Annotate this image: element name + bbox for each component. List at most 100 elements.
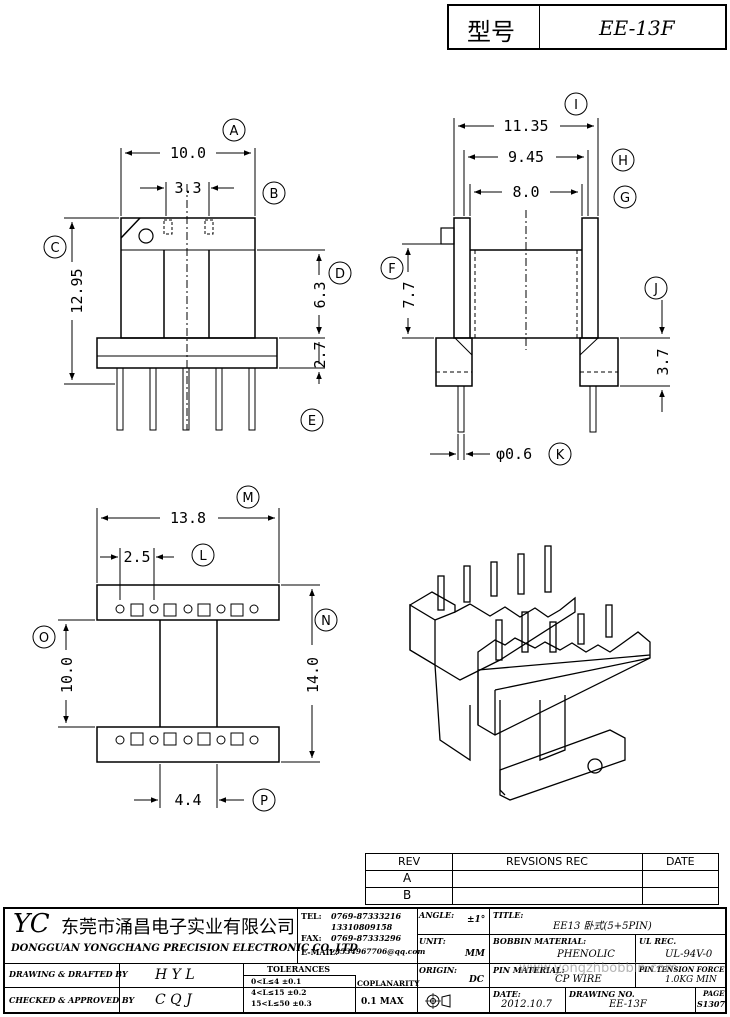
svg-text:I: I — [574, 98, 578, 113]
rev-col-header: REV — [398, 855, 421, 868]
tel-1: 0769-87333216 — [331, 911, 402, 921]
company-logo: YC — [13, 909, 50, 939]
svg-text:P: P — [260, 794, 268, 809]
svg-text:A: A — [230, 124, 239, 139]
model-label: 型号 — [467, 18, 515, 46]
email-label: E-MAIL: — [301, 947, 338, 957]
callout-E: E — [300, 408, 324, 432]
bobbin-label: BOBBIN MATERIAL: — [493, 936, 587, 946]
rev-row-b: B — [403, 888, 412, 902]
svg-text:N: N — [321, 614, 331, 629]
ul-value: UL-94V-0 — [665, 949, 713, 960]
tolerance-label: TOLERANCES — [267, 964, 331, 974]
projection-symbol-icon — [425, 993, 451, 1009]
dim-C-text: 12.95 — [68, 268, 86, 313]
model-value: EE-13F — [599, 16, 675, 40]
watermark: www.yongzhbobbin.com — [519, 961, 678, 976]
callout-N: N — [314, 608, 338, 632]
model-box: 型号 EE-13F — [447, 4, 727, 50]
drawing-no-label: DRAWING NO. — [569, 989, 635, 999]
title-label: TITLE: — [493, 910, 524, 920]
callout-L: L — [191, 543, 215, 567]
side-view — [402, 118, 670, 460]
drawing-svg: 10.0 3.3 12.95 6.3 2.7 11.35 9.45 8.0 7.… — [32, 92, 672, 812]
page-value: S1307 — [697, 999, 726, 1009]
dim-K-text: φ0.6 — [496, 445, 532, 463]
date-value: 2012.10.7 — [501, 999, 552, 1010]
callout-B: B — [262, 181, 286, 205]
svg-text:L: L — [199, 549, 207, 564]
tension-value: 1.0KG MIN — [665, 975, 717, 985]
drawn-by: H Y L — [155, 967, 195, 983]
dim-D-text: 6.3 — [311, 281, 329, 308]
dim-M-text: 13.8 — [170, 509, 206, 527]
date-col-header: DATE — [666, 855, 695, 868]
tel-2: 13310809158 — [331, 922, 393, 932]
ul-label: UL REC. — [639, 936, 677, 946]
svg-text:H: H — [618, 154, 628, 169]
dim-L-text: 2.5 — [123, 548, 150, 566]
svg-text:E: E — [308, 414, 316, 429]
svg-text:J: J — [653, 282, 658, 297]
company-name-en: DONGGUAN YONGCHANG PRECISION ELECTRONIC … — [11, 943, 358, 954]
svg-text:D: D — [335, 267, 345, 282]
callout-F: F — [380, 256, 404, 280]
tolerance-1: 0<L≤4 ±0.1 — [251, 977, 302, 986]
page-label: PAGE — [703, 989, 725, 998]
tolerance-3: 15<L≤50 ±0.3 — [251, 999, 312, 1008]
dim-O-text: 10.0 — [58, 657, 76, 693]
callout-C: C — [43, 235, 67, 259]
svg-text:G: G — [620, 191, 630, 206]
dim-N-text: 14.0 — [304, 657, 322, 693]
pin-material-label: PIN MATERIAL: — [493, 965, 565, 975]
bobbin-value: PHENOLIC — [557, 949, 615, 960]
dim-B-text: 3.3 — [174, 179, 201, 197]
dim-H-text: 9.45 — [508, 148, 544, 166]
tension-label: PIN TENSION FORCE — [639, 965, 725, 974]
callout-K: K — [548, 442, 572, 466]
callout-D: D — [328, 261, 352, 285]
front-view — [64, 148, 325, 431]
fax-value: 0769-87333296 — [331, 933, 402, 943]
dim-J-text: 3.7 — [654, 348, 672, 375]
date-label: DATE: — [493, 989, 521, 999]
callout-M: M — [236, 485, 260, 509]
pin-material-value: CP WIRE — [555, 974, 602, 985]
title-value: EE13 卧式(5+5PIN) — [553, 921, 652, 932]
callout-J: J — [644, 276, 668, 300]
angle-label: ANGLE: — [419, 910, 455, 920]
callout-A: A — [222, 118, 246, 142]
revision-table: REV REVSIONS REC DATE A B — [365, 853, 719, 905]
dim-G-text: 8.0 — [512, 183, 539, 201]
origin-label: ORIGIN: — [419, 965, 457, 975]
drawing-no-value: EE-13F — [609, 999, 647, 1010]
callout-I: I — [564, 92, 588, 116]
dim-A-text: 10.0 — [170, 144, 206, 162]
coplanarity-value: 0.1 MAX — [361, 997, 404, 1007]
angle-value: ±1° — [467, 915, 486, 925]
coplanarity-label: COPLANARITY — [357, 979, 420, 988]
dim-P-text: 4.4 — [174, 791, 201, 809]
callout-P: P — [252, 788, 276, 812]
rev-row-a: A — [403, 871, 412, 885]
company-name-cn: 东莞市涌昌电子实业有限公司 — [61, 917, 295, 938]
origin-value: DC — [469, 975, 484, 985]
checked-label: CHECKED & APPROVED BY — [9, 995, 135, 1005]
callout-H: H — [611, 148, 635, 172]
tolerance-2: 4<L≤15 ±0.2 — [251, 988, 307, 997]
unit-value: MM — [465, 949, 485, 959]
rec-col-header: REVSIONS REC — [506, 855, 588, 868]
svg-text:C: C — [50, 241, 59, 256]
tel-label: TEL: — [301, 911, 322, 921]
title-block: YC 东莞市涌昌电子实业有限公司 DONGGUAN YONGCHANG PREC… — [3, 907, 727, 1014]
callout-G: G — [613, 185, 637, 209]
svg-text:M: M — [242, 491, 253, 506]
fax-label: FAX: — [301, 933, 322, 943]
drawn-label: DRAWING & DRAFTED BY — [9, 969, 128, 979]
callout-O: O — [32, 625, 56, 649]
isometric-view — [409, 545, 651, 801]
checked-by: C Q J — [155, 992, 192, 1008]
dim-I-text: 11.35 — [503, 117, 548, 135]
svg-text:F: F — [388, 262, 395, 277]
